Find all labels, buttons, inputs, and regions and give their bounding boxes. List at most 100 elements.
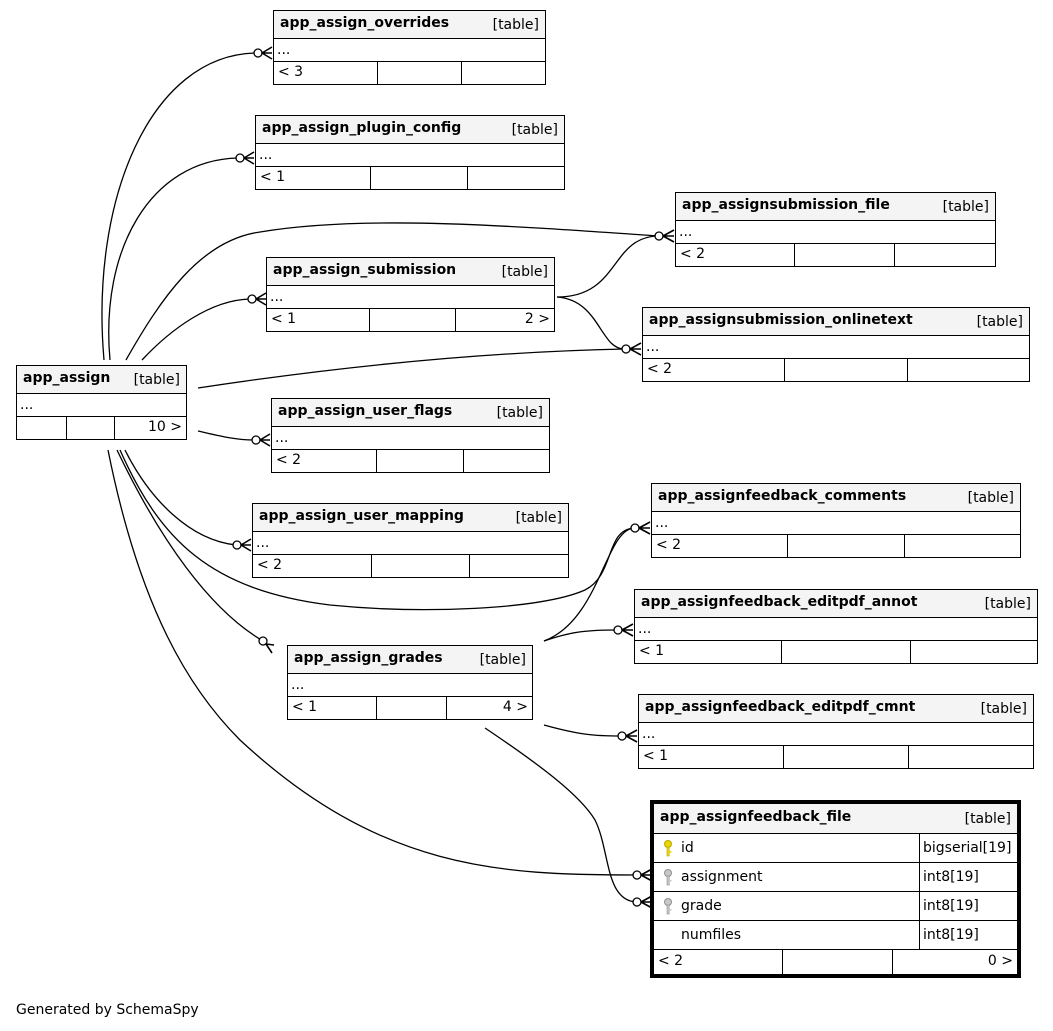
children-count: 10 >: [114, 417, 186, 439]
rows-count: [376, 450, 463, 472]
rows-count: [794, 244, 894, 266]
children-count: 4 >: [446, 697, 532, 719]
column-row-assignment[interactable]: assignment int8[19]: [654, 863, 1017, 892]
table-name[interactable]: app_assignfeedback_file: [660, 808, 852, 825]
table-footer: 10 >: [17, 417, 186, 439]
rows-count: [784, 359, 907, 381]
parents-count: < 2: [656, 537, 682, 553]
column-row-grade[interactable]: grade int8[19]: [654, 892, 1017, 921]
table-footer: < 1: [635, 641, 1037, 663]
table-header: app_assignfeedback_comments [table]: [652, 484, 1020, 512]
parents-count: < 1: [643, 748, 669, 764]
rows-count: [369, 309, 455, 331]
table-app-assign-submission[interactable]: app_assign_submission [table] ... < 1 2 …: [266, 257, 555, 332]
column-name: numfiles: [681, 927, 741, 943]
table-footer: < 2: [643, 359, 1029, 381]
columns-ellipsis: ...: [639, 723, 1033, 746]
table-name[interactable]: app_assignfeedback_editpdf_cmnt: [645, 698, 916, 715]
columns-ellipsis: ...: [635, 618, 1037, 641]
generator-credit: Generated by SchemaSpy: [16, 1002, 199, 1018]
children-count: [908, 746, 1033, 768]
rows-count: [782, 950, 892, 974]
table-app-assign-grades[interactable]: app_assign_grades [table] ... < 1 4 >: [287, 645, 533, 720]
table-type-tag: [table]: [942, 198, 989, 215]
table-name[interactable]: app_assignfeedback_comments: [658, 487, 907, 504]
table-header: app_assign_plugin_config [table]: [256, 116, 564, 144]
edge-user-flags: [197, 430, 255, 441]
rows-count: [787, 535, 904, 557]
table-footer: < 2: [272, 450, 549, 472]
column-row-id[interactable]: id bigserial[19]: [654, 834, 1017, 863]
parents-count: < 1: [292, 699, 318, 715]
table-app-assignfeedback-editpdf-annot[interactable]: app_assignfeedback_editpdf_annot [table]…: [634, 589, 1038, 664]
table-footer: < 1: [639, 746, 1033, 768]
edge-submission-file-b: [556, 235, 659, 298]
table-app-assign[interactable]: app_assign [table] ... 10 >: [16, 365, 187, 440]
table-app-assign-user-mapping[interactable]: app_assign_user_mapping [table] ... < 2: [252, 503, 569, 578]
edge-feedback-comments-a: [119, 449, 635, 611]
columns-ellipsis: ...: [17, 394, 186, 417]
edge-editpdf-cmnt: [543, 724, 622, 737]
parents-count: < 1: [271, 311, 297, 327]
table-header: app_assign [table]: [17, 366, 186, 394]
table-type-tag: [table]: [479, 651, 526, 668]
edge-plugin-config: [108, 157, 239, 361]
columns-ellipsis: ...: [288, 674, 532, 697]
children-count: [463, 450, 549, 472]
table-name[interactable]: app_assign_submission: [273, 261, 457, 278]
table-app-assign-user-flags[interactable]: app_assign_user_flags [table] ... < 2: [271, 398, 550, 473]
parents-count: < 2: [647, 361, 673, 377]
table-app-assignsubmission-file[interactable]: app_assignsubmission_file [table] ... < …: [675, 192, 996, 267]
table-name[interactable]: app_assign_plugin_config: [262, 119, 462, 136]
table-name[interactable]: app_assignfeedback_editpdf_annot: [641, 593, 918, 610]
table-name[interactable]: app_assign_grades: [294, 649, 443, 666]
table-type-tag: [table]: [492, 16, 539, 33]
column-name: assignment: [681, 869, 763, 885]
table-app-assignsubmission-onlinetext[interactable]: app_assignsubmission_onlinetext [table] …: [642, 307, 1030, 382]
columns-ellipsis: ...: [256, 144, 564, 167]
columns-ellipsis: ...: [274, 39, 545, 62]
rows-count: [66, 417, 114, 439]
table-header: app_assignsubmission_file [table]: [676, 193, 995, 221]
edge-submission-file-a: [125, 222, 659, 361]
table-name[interactable]: app_assignsubmission_file: [682, 196, 890, 213]
table-name[interactable]: app_assign: [23, 369, 111, 386]
column-type: int8[19]: [923, 927, 979, 943]
table-name[interactable]: app_assign_user_flags: [278, 402, 453, 419]
children-count: [469, 555, 568, 577]
table-app-assign-overrides[interactable]: app_assign_overrides [table] ... < 3: [273, 10, 546, 85]
edge-submission: [141, 298, 251, 361]
table-app-assignfeedback-editpdf-cmnt[interactable]: app_assignfeedback_editpdf_cmnt [table] …: [638, 694, 1034, 769]
columns-ellipsis: ...: [267, 286, 554, 309]
table-type-tag: [table]: [511, 121, 558, 138]
table-type-tag: [table]: [980, 700, 1027, 717]
table-name[interactable]: app_assignsubmission_onlinetext: [649, 311, 913, 328]
children-count: [904, 535, 1020, 557]
edge-feedback-file-grade: [484, 727, 637, 903]
edge-onlinetext-b: [556, 296, 626, 350]
table-header: app_assign_user_mapping [table]: [253, 504, 568, 532]
edge-feedback-comments-b: [543, 527, 635, 642]
children-count: 2 >: [455, 309, 554, 331]
column-type: bigserial[19]: [923, 840, 1012, 856]
parents-count: < 2: [658, 953, 684, 969]
table-app-assignfeedback-comments[interactable]: app_assignfeedback_comments [table] ... …: [651, 483, 1021, 558]
parents-count: [17, 417, 66, 439]
table-type-tag: [table]: [501, 263, 548, 280]
table-footer: < 1 2 >: [267, 309, 554, 331]
table-type-tag: [table]: [496, 404, 543, 421]
column-type: int8[19]: [923, 869, 979, 885]
children-count: [461, 62, 545, 84]
table-footer: < 2: [253, 555, 568, 577]
edge-end-markers: [232, 48, 664, 907]
table-footer: < 2: [676, 244, 995, 266]
table-app-assignfeedback-file[interactable]: app_assignfeedback_file [table] id bigse…: [650, 800, 1021, 978]
columns-ellipsis: ...: [676, 221, 995, 244]
table-app-assign-plugin-config[interactable]: app_assign_plugin_config [table] ... < 1: [255, 115, 565, 190]
table-name[interactable]: app_assign_user_mapping: [259, 507, 464, 524]
table-name[interactable]: app_assign_overrides: [280, 14, 450, 31]
children-count: [907, 359, 1029, 381]
columns-ellipsis: ...: [643, 336, 1029, 359]
column-row-numfiles[interactable]: numfiles int8[19]: [654, 921, 1017, 950]
